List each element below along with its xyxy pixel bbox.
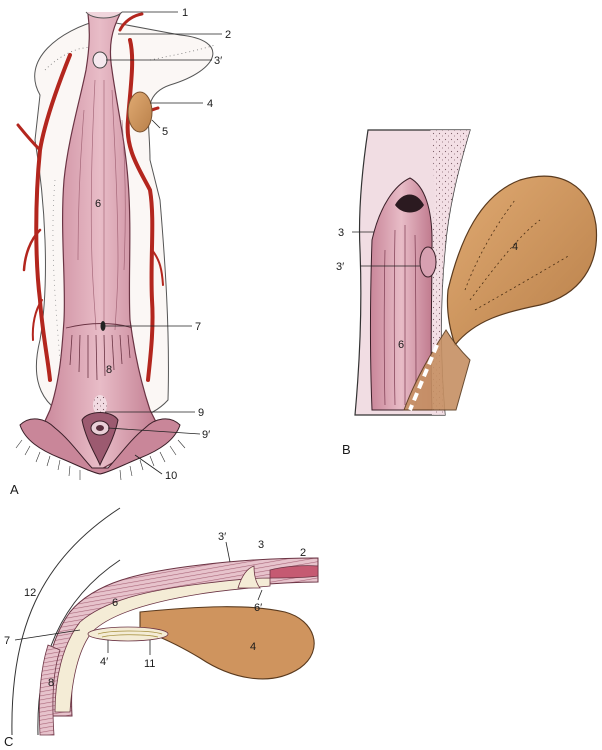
bladder-c <box>139 606 315 680</box>
outer-contour-c <box>11 507 121 736</box>
label-a-9prime: 9′ <box>202 429 210 441</box>
panel-c-illustration <box>11 507 319 736</box>
label-b-3: 3 <box>338 227 344 239</box>
label-c-3: 3 <box>258 539 264 551</box>
vulva-lips-a <box>19 418 181 475</box>
label-c-3prime: 3′ <box>218 531 226 543</box>
label-a-1: 1 <box>182 7 188 19</box>
label-a-8: 8 <box>106 364 112 376</box>
label-a-6: 6 <box>95 198 101 210</box>
panel-b-illustration <box>354 129 598 416</box>
label-a-5: 5 <box>162 126 168 138</box>
label-a-9: 9 <box>198 407 204 419</box>
label-c-4prime: 4′ <box>100 656 108 668</box>
label-c-2: 2 <box>300 547 306 559</box>
label-b-3prime: 3′ <box>336 261 344 273</box>
label-c-4: 4 <box>250 641 256 653</box>
urethra-mucosa-b <box>370 177 433 411</box>
vagina-lining-c <box>38 644 61 736</box>
label-c-12: 12 <box>24 587 36 599</box>
bladder-b <box>446 175 598 347</box>
label-c-6prime: 6′ <box>254 602 262 614</box>
panel-c-labels: 3′ 3 2 12 6 6′ 7 4′ 11 4 8 <box>4 531 306 689</box>
label-a-3prime: 3′ <box>214 55 222 67</box>
external-urethral-orifice-a <box>81 412 119 467</box>
label-b-4: 4 <box>512 241 518 253</box>
panel-a-labels: 1 2 3′ 4 5 6 7 8 9 9′ 10 <box>95 7 231 482</box>
panel-b-labels: 3 3′ 4 6 <box>336 227 518 351</box>
corpus-spongiosum-striations <box>69 334 131 381</box>
panel-label-a: A <box>10 482 19 497</box>
label-c-8: 8 <box>48 677 54 689</box>
label-c-7: 7 <box>4 635 10 647</box>
panel-c-leaders <box>14 541 263 655</box>
label-a-4: 4 <box>207 98 213 110</box>
bladder-a <box>127 91 153 133</box>
panel-label-c: C <box>4 734 13 749</box>
arteries <box>16 12 164 382</box>
panel-a-leaders <box>105 11 222 475</box>
label-c-6: 6 <box>112 597 118 609</box>
suburethral-diverticulum-c <box>87 626 169 642</box>
label-a-10: 10 <box>165 470 177 482</box>
colliculus-a <box>92 51 108 69</box>
label-a-7: 7 <box>195 321 201 333</box>
mucosal-folds <box>77 79 126 331</box>
panel-label-b: B <box>342 442 351 457</box>
panel-b-leaders <box>352 231 420 267</box>
label-a-2: 2 <box>225 29 231 41</box>
label-b-6: 6 <box>398 339 404 351</box>
colliculus-b <box>419 246 437 278</box>
panel-a-illustration <box>15 11 216 481</box>
label-c-11: 11 <box>144 658 155 670</box>
